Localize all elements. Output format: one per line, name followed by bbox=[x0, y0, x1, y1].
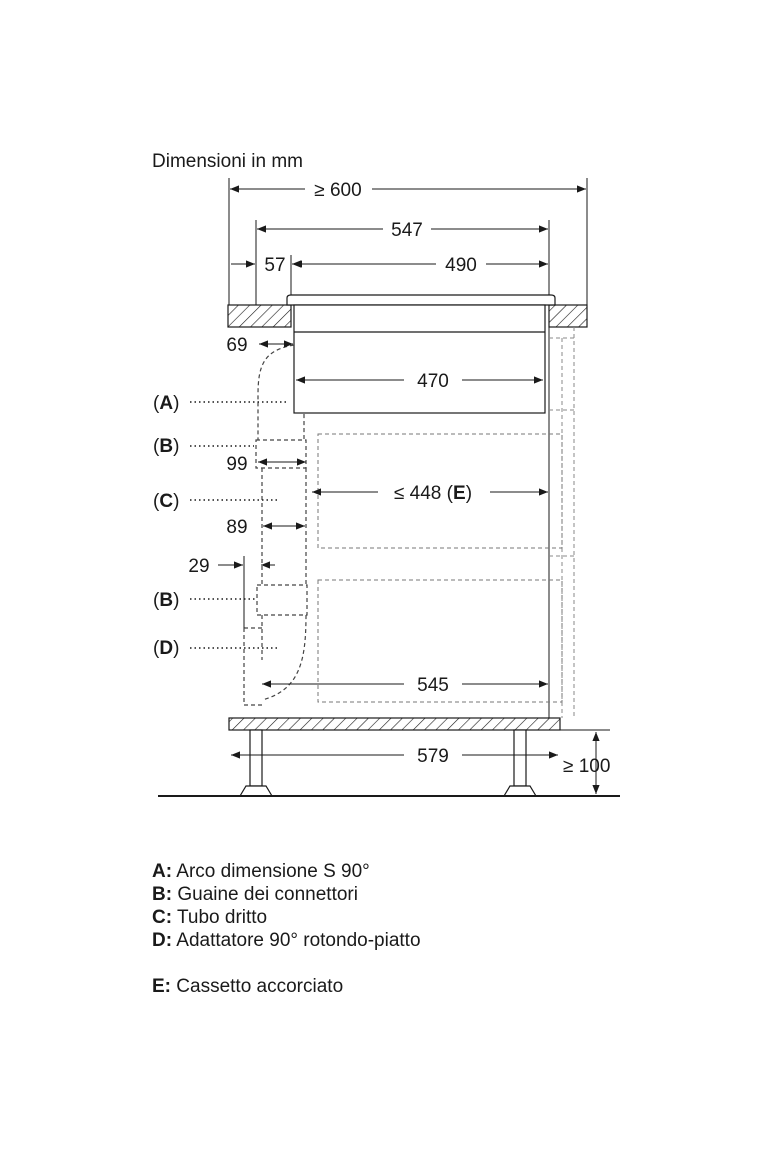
dim-unit-width-label: 470 bbox=[417, 371, 449, 392]
legend: A: Arco dimensione S 90° B: Guaine dei c… bbox=[152, 860, 421, 998]
dim-cutout-width: 547 bbox=[257, 220, 548, 241]
dim-base-height: ≥ 100 bbox=[560, 729, 610, 794]
diagram-title: Dimensioni in mm bbox=[152, 151, 303, 172]
dim-overall-width: ≥ 600 bbox=[230, 180, 586, 201]
svg-text:(B): (B) bbox=[153, 436, 179, 457]
dim-unit-width: 470 bbox=[296, 371, 543, 392]
dim-cutout-width-label: 547 bbox=[391, 220, 423, 241]
dim-depth-89: 89 bbox=[226, 517, 305, 538]
svg-text:(C): (C) bbox=[153, 491, 179, 512]
dim-base-height-label: ≥ 100 bbox=[563, 756, 610, 777]
dim-depth-99-label: 99 bbox=[226, 454, 247, 475]
legend-item: D: Adattatore 90° rotondo-piatto bbox=[152, 930, 421, 951]
svg-text:(A): (A) bbox=[153, 393, 179, 414]
legend-item: C: Tubo dritto bbox=[152, 907, 268, 928]
dim-depth-69: 69 bbox=[226, 335, 293, 356]
dim-drawer-ref: E bbox=[453, 483, 466, 504]
dim-depth-69-label: 69 bbox=[226, 335, 247, 356]
callout-d: (D) bbox=[153, 638, 280, 659]
svg-text:≤ 448 (E): ≤ 448 (E) bbox=[394, 483, 472, 504]
dim-base-width-label: 579 bbox=[417, 746, 449, 767]
dim-overall-width-label: ≥ 600 bbox=[314, 180, 361, 201]
svg-text:(B): (B) bbox=[153, 590, 179, 611]
dim-inner-width: 545 bbox=[262, 675, 548, 696]
dim-depth-99: 99 bbox=[226, 454, 306, 475]
dim-depth-29-label: 29 bbox=[188, 556, 209, 577]
dim-offset-left: 57 bbox=[231, 255, 301, 276]
callout-a: (A) bbox=[153, 393, 286, 414]
hob-glass bbox=[286, 294, 556, 306]
legend-item: E: Cassetto accorciato bbox=[152, 976, 344, 997]
callout-d-letter: D bbox=[159, 638, 173, 659]
callout-b-lower-letter: B bbox=[159, 590, 173, 611]
callout-c-letter: C bbox=[159, 491, 173, 512]
cabinet-base bbox=[228, 717, 561, 731]
extension-lines bbox=[228, 178, 588, 305]
dim-inner-width-label: 545 bbox=[417, 675, 449, 696]
dim-base-width: 579 bbox=[231, 746, 558, 767]
callout-b-upper: (B) bbox=[153, 436, 254, 457]
svg-text:(D): (D) bbox=[153, 638, 179, 659]
dim-offset-left-label: 57 bbox=[264, 255, 285, 276]
drawer-lower bbox=[317, 579, 563, 703]
legend-item: B: Guaine dei connettori bbox=[152, 884, 358, 905]
dim-hob-width: 490 bbox=[293, 255, 548, 276]
dim-drawer-width: ≤ 448 (E) bbox=[312, 483, 548, 504]
legend-item: A: Arco dimensione S 90° bbox=[152, 861, 370, 882]
dim-hob-width-label: 490 bbox=[445, 255, 477, 276]
worktop bbox=[227, 304, 588, 328]
callout-b-upper-letter: B bbox=[159, 436, 173, 457]
dim-depth-29: 29 bbox=[188, 556, 275, 628]
hob-unit bbox=[293, 304, 546, 414]
callout-c: (C) bbox=[153, 491, 280, 512]
dim-depth-89-label: 89 bbox=[226, 517, 247, 538]
callout-a-letter: A bbox=[159, 393, 173, 414]
dim-drawer-width-label: ≤ 448 bbox=[394, 483, 441, 504]
cabinet-legs bbox=[238, 729, 538, 797]
callout-b-lower: (B) bbox=[153, 590, 255, 611]
